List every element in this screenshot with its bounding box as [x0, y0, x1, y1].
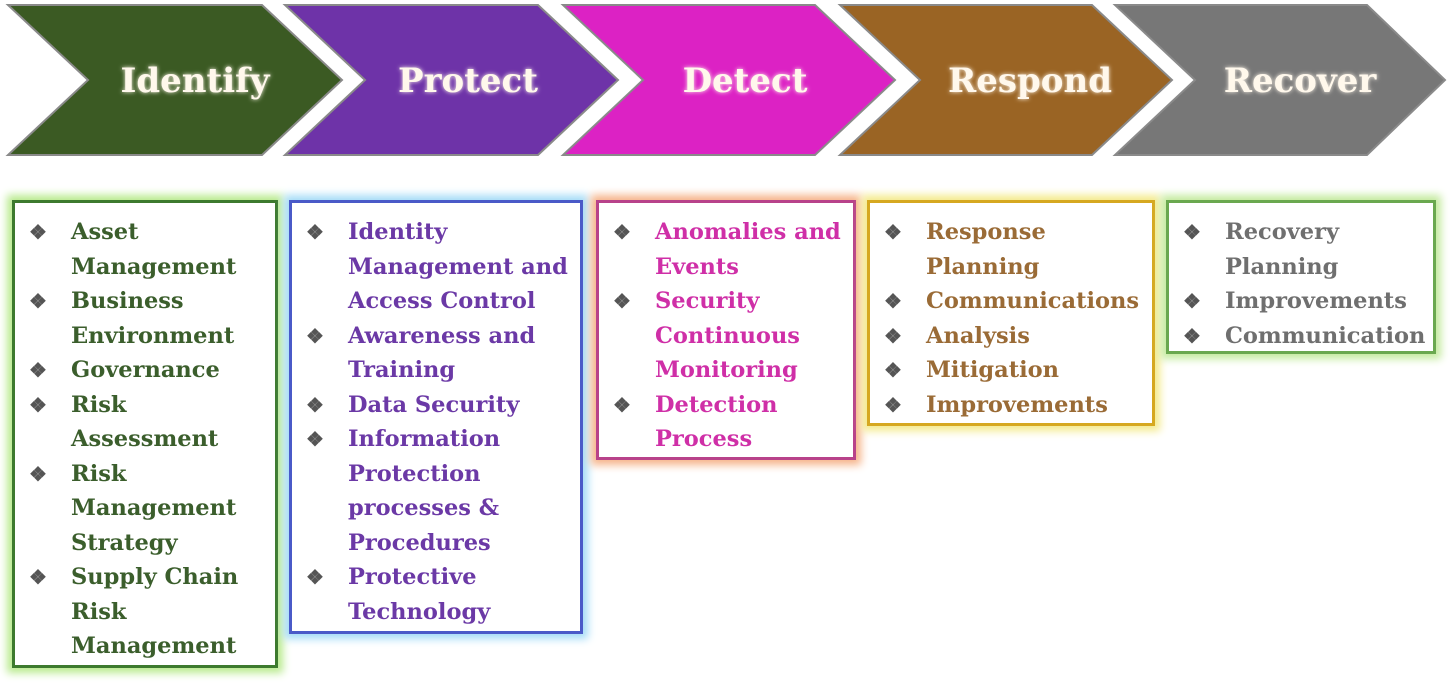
arrow-label-glow-respond: Respond: [948, 61, 1112, 101]
identify-list: ❖Asset Management ❖Business Environment …: [27, 215, 269, 664]
arrow-respond: [837, 4, 1174, 156]
list-item: ❖ Mitigation: [882, 353, 1146, 388]
diamond-dots-icon: ❖: [29, 461, 47, 486]
list-item: ❖ Response Planning: [882, 215, 1146, 284]
list-item-text: Mitigation: [926, 357, 1060, 383]
list-item-text: Awareness and Training: [348, 322, 536, 384]
list-item-text: Data Security: [348, 391, 520, 418]
list-item: ❖ Analysis: [882, 319, 1146, 354]
list-item-text: Protective Technology: [348, 564, 491, 625]
list-item-text: Communication: [1225, 322, 1426, 349]
list-item: ❖ Protective Technology: [304, 560, 574, 629]
list-item-text: Risk Assessment: [71, 391, 219, 453]
arrow-label-protect: Protect: [398, 61, 538, 101]
list-item: ❖ Security Continuous Monitoring: [611, 284, 847, 388]
list-item-text: Business Environment: [71, 288, 235, 349]
diamond-dots-icon: ❖: [306, 392, 324, 417]
diamond-dots-icon: ❖: [29, 220, 47, 244]
list-item-text: Security Continuous Monitoring: [655, 288, 800, 383]
diamond-dots-icon: ❖: [29, 289, 47, 313]
protect-list: ❖Identity Management and Access Control …: [304, 215, 574, 629]
diamond-dots-icon: ❖: [1183, 220, 1201, 244]
list-item: ❖ Awareness and Training: [304, 319, 574, 388]
diamond-dots-icon: ❖: [29, 358, 47, 382]
respond-box: ❖ Response Planning ❖ Communications ❖ Anal…: [867, 200, 1155, 426]
respond-list: ❖ Response Planning ❖ Communications ❖ Anal…: [882, 215, 1146, 422]
diamond-dots-icon: ❖: [884, 323, 902, 348]
list-item: ❖ Supply Chain Risk Management: [27, 560, 269, 664]
list-item-text: Communications: [926, 288, 1140, 314]
list-item: ❖ Improvements: [882, 388, 1146, 423]
list-item: ❖ Detection Process: [611, 388, 847, 457]
arrow-label-respond: Respond: [948, 61, 1112, 101]
diamond-dots-icon: ❖: [29, 392, 47, 417]
diamond-dots-icon: ❖: [884, 220, 902, 244]
list-item: ❖ Recovery Planning: [1181, 215, 1427, 284]
arrow-protect: [282, 4, 620, 156]
diamond-dots-icon: ❖: [1183, 323, 1201, 348]
list-item-text: Detection Process: [655, 391, 778, 453]
list-item-text: Improvements: [926, 391, 1108, 418]
diamond-dots-icon: ❖: [306, 323, 324, 348]
arrow-label-detect: Detect: [683, 61, 808, 101]
diamond-dots-icon: ❖: [613, 220, 631, 244]
list-item-text: Recovery Planning: [1225, 219, 1340, 280]
diamond-dots-icon: ❖: [306, 427, 324, 451]
diamond-dots-icon: ❖: [613, 392, 631, 417]
diamond-dots-icon: ❖: [1183, 289, 1201, 313]
arrow-recover: [1112, 4, 1447, 156]
arrow-label-glow-identify: Identify: [120, 61, 270, 101]
list-item-text: Supply Chain Risk Management: [71, 564, 239, 659]
arrow-label-glow-recover: Recover: [1224, 61, 1378, 101]
arrow-label-recover: Recover: [1224, 61, 1378, 101]
list-item: ❖ Risk Assessment: [27, 388, 269, 457]
list-item-text: Response Planning: [926, 219, 1046, 280]
stage-arrows: Identify Identify Protect Protect Detect…: [5, 4, 1447, 156]
list-item-text: Governance: [71, 357, 220, 383]
list-item-text: Identity Management and Access Control: [348, 219, 568, 314]
list-item: ❖ Business Environment: [27, 284, 269, 353]
identify-box: ❖Asset Management ❖Business Environment …: [12, 200, 278, 668]
arrow-detect: [560, 4, 897, 156]
list-item: ❖ Anomalies and Events: [611, 215, 847, 284]
list-item: ❖ Asset Management: [27, 215, 269, 284]
list-item: ❖ Data Security: [304, 388, 574, 423]
arrow-label-identify: Identify: [120, 61, 270, 101]
arrow-label-glow-detect: Detect: [683, 61, 808, 101]
arrow-label-glow-protect: Protect: [398, 61, 538, 101]
diamond-dots-icon: ❖: [884, 358, 902, 382]
diamond-dots-icon: ❖: [613, 289, 631, 313]
diamond-dots-icon: ❖: [306, 565, 324, 589]
list-item: ❖ Communication: [1181, 319, 1427, 354]
diamond-dots-icon: ❖: [306, 220, 324, 244]
list-item: ❖ Risk Management Strategy: [27, 457, 269, 561]
recover-box: ❖ Recovery Planning ❖ Improvements ❖ Commun…: [1166, 200, 1436, 354]
arrow-identify: [5, 4, 344, 156]
list-item: ❖ Information Protection processes & Proc…: [304, 422, 574, 560]
list-item-text: Information Protection processes & Proce…: [348, 426, 501, 556]
list-item: ❖ Identity Management and Access Control: [304, 215, 574, 319]
recover-list: ❖ Recovery Planning ❖ Improvements ❖ Commun…: [1181, 215, 1427, 353]
list-item-text: Anomalies and Events: [655, 219, 841, 280]
list-item: ❖ Communications: [882, 284, 1146, 319]
list-item: ❖ Governance: [27, 353, 269, 388]
protect-box: ❖Identity Management and Access Control …: [289, 200, 583, 634]
list-item-text: Asset Management: [71, 219, 237, 280]
list-item-text: Risk Management Strategy: [71, 460, 237, 556]
diamond-dots-icon: ❖: [884, 289, 902, 313]
list-item-text: Improvements: [1225, 288, 1407, 314]
list-item-text: Analysis: [926, 322, 1030, 349]
detect-list: ❖ Anomalies and Events ❖ Security Continuo…: [611, 215, 847, 457]
detect-box: ❖ Anomalies and Events ❖ Security Continuo…: [596, 200, 856, 460]
diamond-dots-icon: ❖: [884, 392, 902, 417]
list-item: ❖ Improvements: [1181, 284, 1427, 319]
diamond-dots-icon: ❖: [29, 565, 47, 589]
